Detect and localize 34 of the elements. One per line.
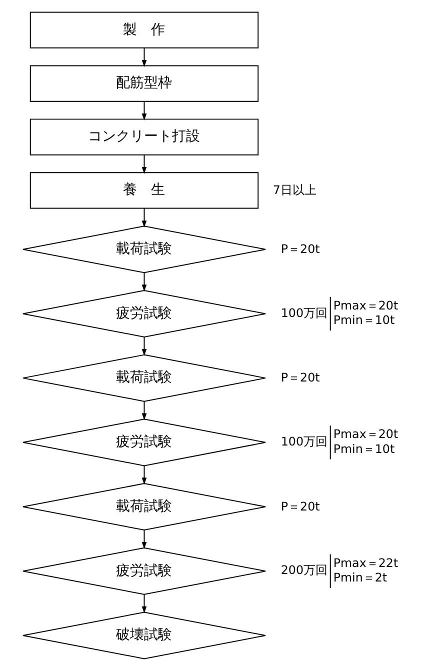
node-label: P＝20t (280, 499, 320, 514)
node-box: 養 生 (30, 172, 259, 209)
node-label: Pmin＝10t (333, 313, 395, 328)
node-label: 7日以上 (272, 183, 316, 198)
node-label: Pmax＝20t (333, 298, 398, 312)
arrow (142, 336, 147, 356)
arrow (142, 272, 147, 292)
node-diamond: 載荷試験 (22, 354, 266, 402)
node-box: 製 作 (30, 12, 259, 48)
node-diamond: 載荷試験 (22, 483, 266, 531)
node-label: P＝20t (280, 370, 320, 385)
node-label: 100万回 (280, 306, 328, 320)
arrow (142, 100, 147, 120)
node-label: 200万回 (280, 563, 328, 578)
node-box: コンクリート打設 (30, 118, 259, 156)
node-label: P＝20t (280, 242, 320, 256)
node-diamond: 疲労試験 (22, 290, 266, 338)
node-diamond: 疲労試験 (22, 418, 266, 466)
arrow (142, 594, 147, 614)
node-diamond: 疲労試験 (22, 547, 266, 595)
arrow (142, 465, 147, 485)
node-label: Pmax＝20t (333, 427, 398, 442)
node-box: 配筋型枠 (30, 65, 259, 102)
node-diamond: 破壊試験 (22, 612, 266, 660)
node-label: Pmax＝22t (333, 556, 398, 570)
arrow (142, 208, 147, 228)
node-label: 100万回 (280, 434, 328, 448)
arrow (142, 401, 147, 420)
arrow (142, 47, 147, 67)
node-diamond: 載荷試験 (22, 226, 266, 274)
node-label: Pmin＝2t (333, 570, 388, 585)
arrow (142, 154, 147, 174)
node-label: Pmin＝10t (333, 442, 395, 456)
arrow (142, 530, 147, 549)
